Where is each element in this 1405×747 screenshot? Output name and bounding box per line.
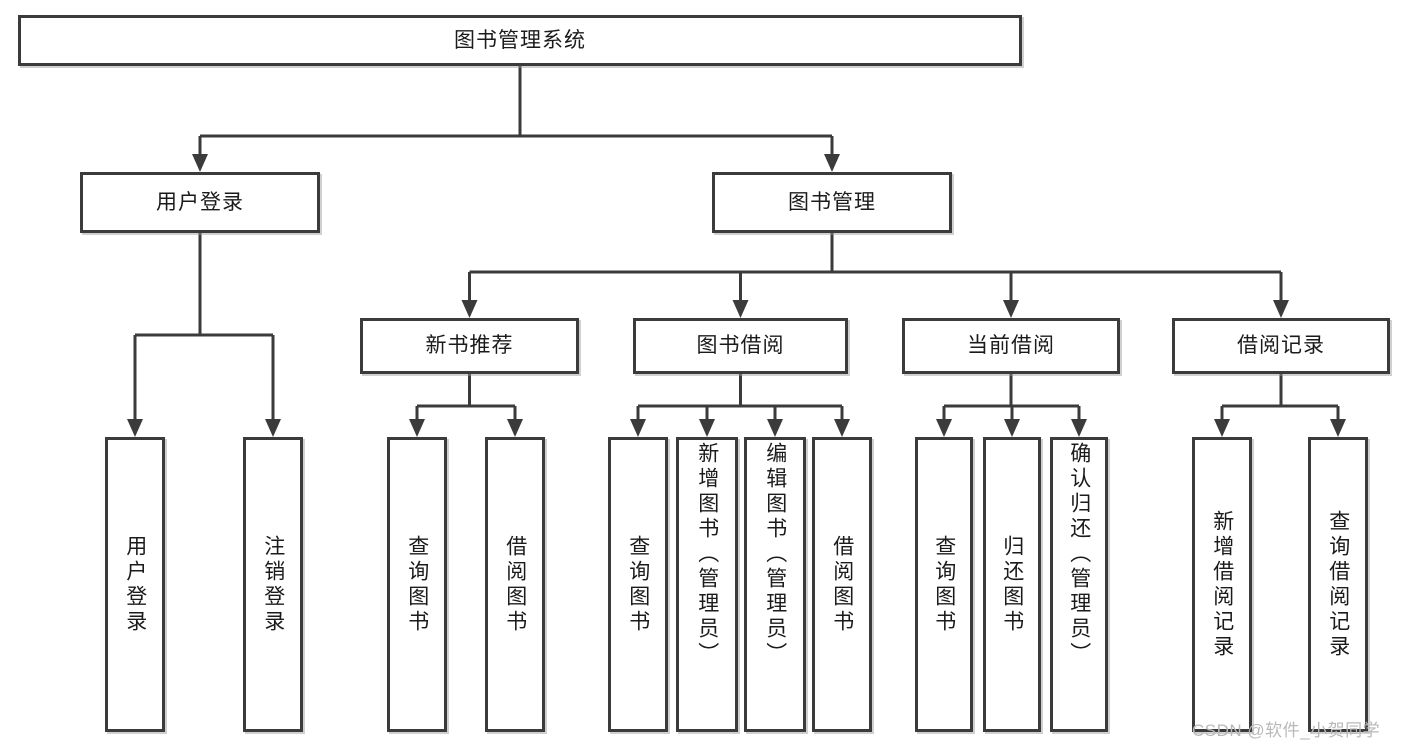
node-label-leaf-query-book-2: 查询图书 — [626, 534, 650, 635]
node-leaf-query-book-3[interactable]: 查询图书 — [915, 437, 973, 732]
node-label-book-manage: 图书管理 — [788, 190, 876, 214]
node-label-borrow-record: 借阅记录 — [1237, 334, 1325, 358]
node-user-login[interactable]: 用户登录 — [80, 172, 320, 233]
node-label-leaf-borrow-book-1: 借阅图书 — [503, 534, 527, 635]
node-label-book-borrow: 图书借阅 — [696, 334, 785, 358]
node-label-leaf-return-book: 归还图书 — [1000, 534, 1024, 635]
node-leaf-return-book[interactable]: 归还图书 — [983, 437, 1041, 732]
node-leaf-query-book-2[interactable]: 查询图书 — [608, 437, 668, 732]
node-leaf-query-record[interactable]: 查询借阅记录 — [1308, 437, 1368, 732]
node-label-leaf-add-book: 新增图书（管理员） — [695, 442, 719, 667]
node-label-leaf-borrow-book-2: 借阅图书 — [830, 534, 854, 635]
node-book-borrow[interactable]: 图书借阅 — [633, 318, 848, 374]
node-leaf-borrow-book-1[interactable]: 借阅图书 — [485, 437, 545, 732]
node-borrow-record[interactable]: 借阅记录 — [1172, 318, 1390, 374]
node-leaf-add-book[interactable]: 新增图书（管理员） — [676, 437, 738, 732]
node-leaf-user-logout[interactable]: 注销登录 — [243, 437, 303, 732]
node-book-manage[interactable]: 图书管理 — [712, 172, 952, 233]
node-label-leaf-user-logout: 注销登录 — [261, 534, 285, 635]
node-label-leaf-add-record: 新增借阅记录 — [1210, 509, 1234, 660]
node-label-leaf-query-book-1: 查询图书 — [405, 534, 429, 635]
node-leaf-query-book-1[interactable]: 查询图书 — [387, 437, 447, 732]
node-new-book-rec[interactable]: 新书推荐 — [360, 318, 579, 374]
node-label-leaf-edit-book: 编辑图书（管理员） — [763, 442, 787, 667]
node-root[interactable]: 图书管理系统 — [18, 15, 1022, 66]
node-label-leaf-confirm-return: 确认归还（管理员） — [1067, 442, 1091, 667]
node-leaf-borrow-book-2[interactable]: 借阅图书 — [812, 437, 872, 732]
node-leaf-edit-book[interactable]: 编辑图书（管理员） — [744, 437, 806, 732]
node-label-leaf-query-record: 查询借阅记录 — [1326, 509, 1350, 660]
node-leaf-user-login[interactable]: 用户登录 — [105, 437, 165, 732]
node-label-leaf-query-book-3: 查询图书 — [932, 534, 956, 635]
node-label-user-login: 用户登录 — [156, 190, 244, 214]
node-label-new-book-rec: 新书推荐 — [425, 334, 514, 358]
node-current-borrow[interactable]: 当前借阅 — [902, 318, 1120, 374]
node-label-root: 图书管理系统 — [454, 28, 586, 52]
watermark-label: CSDN @软件_小贺同学 — [1192, 721, 1381, 740]
node-label-leaf-user-login: 用户登录 — [123, 534, 147, 635]
node-label-current-borrow: 当前借阅 — [967, 334, 1055, 358]
node-leaf-confirm-return[interactable]: 确认归还（管理员） — [1050, 437, 1108, 732]
node-leaf-add-record[interactable]: 新增借阅记录 — [1192, 437, 1252, 732]
